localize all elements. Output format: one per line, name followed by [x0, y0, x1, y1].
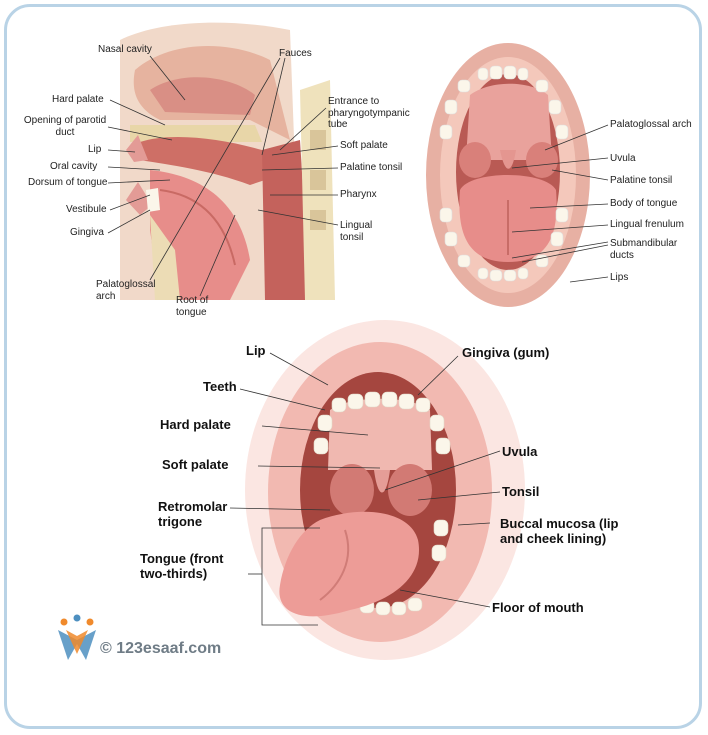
front-mouth-drawing	[245, 320, 525, 660]
watermark-logo	[58, 614, 96, 660]
label-entrance-pharyngotympanic-tube: Entrance to pharyngotympanic tube	[328, 96, 410, 130]
label-front-retromolar-trigone: Retromolar trigone	[158, 499, 228, 529]
label-oral-cavity: Oral cavity	[50, 161, 98, 172]
label-front-uvula: Uvula	[502, 444, 538, 459]
label-front-buccal-mucosa: Buccal mucosa (lip and cheek lining)	[500, 516, 619, 546]
label-lingual-tonsil: Lingual tonsil	[340, 220, 373, 243]
label-vestibule: Vestibule	[66, 204, 107, 215]
open-mouth-leader-lines	[511, 124, 609, 283]
label-body-of-tongue: Body of tongue	[610, 198, 678, 209]
label-root-of-tongue: Root of tongue	[176, 295, 209, 318]
label-soft-palate: Soft palate	[340, 140, 388, 151]
sagittal-leader-lines	[107, 55, 339, 297]
label-front-tongue: Tongue (front two-thirds)	[140, 551, 224, 581]
label-front-soft-palate: Soft palate	[162, 457, 229, 472]
label-front-gingiva: Gingiva (gum)	[462, 345, 550, 360]
label-dorsum-of-tongue: Dorsum of tongue	[28, 177, 108, 188]
label-pharynx: Pharynx	[340, 189, 377, 200]
label-front-lip: Lip	[246, 343, 266, 358]
label-gingiva: Gingiva	[70, 227, 104, 238]
label-lips: Lips	[610, 272, 629, 283]
label-hard-palate: Hard palate	[52, 94, 104, 105]
label-palatoglossal-arch: Palatoglossal arch	[96, 279, 156, 302]
label-opening-parotid-duct: Opening of parotid duct	[23, 115, 107, 138]
label-lingual-frenulum: Lingual frenulum	[610, 219, 684, 230]
label-palatoglossal-arch-right: Palatoglossal arch	[610, 119, 692, 130]
label-lip: Lip	[88, 144, 102, 155]
label-palatine-tonsil: Palatine tonsil	[340, 162, 403, 173]
open-mouth-drawing	[426, 43, 590, 307]
label-fauces: Fauces	[279, 48, 312, 59]
label-front-hard-palate: Hard palate	[160, 417, 231, 432]
label-front-teeth: Teeth	[203, 379, 237, 394]
label-submandibular-ducts: Submandibular ducts	[610, 238, 678, 261]
watermark-text: © 123esaaf.com	[100, 640, 222, 657]
label-nasal-cavity: Nasal cavity	[98, 44, 152, 55]
label-front-tonsil: Tonsil	[502, 484, 540, 499]
label-palatine-tonsil-right: Palatine tonsil	[610, 175, 673, 186]
label-uvula-right: Uvula	[610, 153, 636, 164]
front-leader-lines	[229, 352, 501, 626]
label-front-floor-of-mouth: Floor of mouth	[492, 600, 584, 615]
sagittal-section-drawing	[120, 22, 335, 301]
